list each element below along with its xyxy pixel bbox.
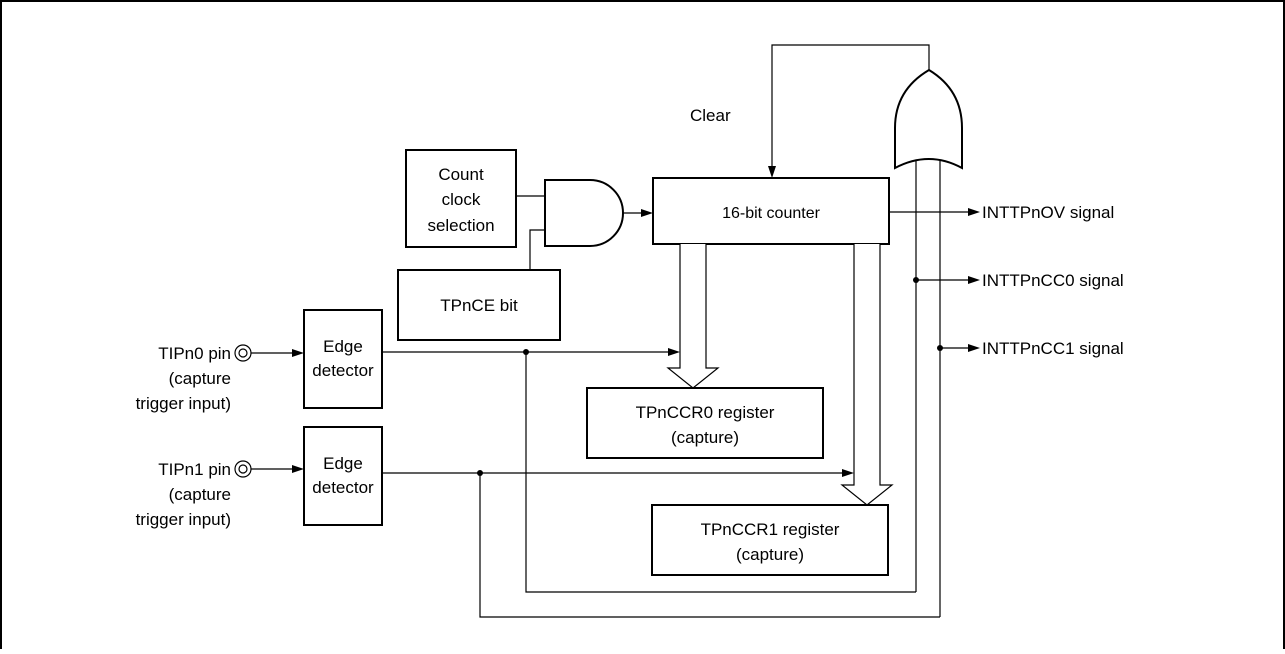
arrow-clear: [768, 166, 776, 178]
arrow-ov: [968, 208, 980, 216]
tpnccr0-label-line-1: TPnCCR0 register: [636, 403, 775, 422]
tpnccr0-register-block: TPnCCR0 register (capture): [586, 387, 824, 459]
input-tipn1: TIPn1 pin (capture trigger input): [136, 460, 304, 529]
tipn1-label-line-2: (capture: [169, 485, 231, 504]
edge-detector-1-line-1: Edge: [323, 454, 363, 473]
tpnce-bit-block: TPnCE bit: [397, 269, 561, 341]
arrow-tipn0: [292, 349, 304, 357]
output-intpnov-label: INTTPnOV signal: [982, 203, 1114, 222]
output-intpncc1-label: INTTPnCC1 signal: [982, 339, 1124, 358]
wire-edge0-to-or: [525, 352, 916, 593]
tipn0-label-line-2: (capture: [169, 369, 231, 388]
tipn0-label-line-3: trigger input): [136, 394, 231, 413]
tpnccr1-label-line-2: (capture): [736, 545, 804, 564]
bus-counter-to-ccr0: [666, 244, 720, 389]
arrow-cc1: [968, 344, 980, 352]
arrow-edge1-capture: [842, 469, 854, 477]
counter-16bit-block: 16-bit counter: [652, 177, 890, 245]
tipn1-label-line-1: TIPn1 pin: [158, 460, 231, 479]
edge-detector-0-block: Edge detector: [303, 309, 383, 409]
bus-counter-to-ccr1: [840, 244, 894, 506]
arrow-edge0-capture: [668, 348, 680, 356]
count-clock-line-1: Count: [438, 165, 484, 184]
tpnccr0-label-line-2: (capture): [671, 428, 739, 447]
tipn0-label-line-1: TIPn0 pin: [158, 344, 231, 363]
count-clock-line-2: clock: [442, 190, 481, 209]
edge-detector-1-line-2: detector: [312, 478, 374, 497]
tpnccr1-label-line-1: TPnCCR1 register: [701, 520, 840, 539]
tipn1-label-line-3: trigger input): [136, 510, 231, 529]
wire-clear-feedback: [771, 44, 930, 170]
arrow-and-to-counter: [641, 209, 653, 217]
edge-detector-1-block: Edge detector: [303, 426, 383, 526]
count-clock-line-3: selection: [427, 216, 494, 235]
clear-label: Clear: [690, 106, 731, 125]
tpnce-bit-label: TPnCE bit: [440, 296, 518, 315]
wire-tpnce-to-and: [529, 229, 545, 270]
and-gate: [544, 179, 624, 247]
tpnccr1-register-block: TPnCCR1 register (capture): [651, 504, 889, 576]
count-clock-selection-block: Count clock selection: [405, 149, 517, 248]
arrow-cc0: [968, 276, 980, 284]
arrow-tipn1: [292, 465, 304, 473]
input-tipn0: TIPn0 pin (capture trigger input): [136, 344, 304, 413]
output-intpncc0-label: INTTPnCC0 signal: [982, 271, 1124, 290]
edge-detector-0-line-1: Edge: [323, 337, 363, 356]
wire-edge1-to-or: [479, 473, 940, 618]
edge-detector-0-line-2: detector: [312, 361, 374, 380]
or-gate: [894, 68, 963, 170]
counter-label: 16-bit counter: [722, 205, 821, 222]
